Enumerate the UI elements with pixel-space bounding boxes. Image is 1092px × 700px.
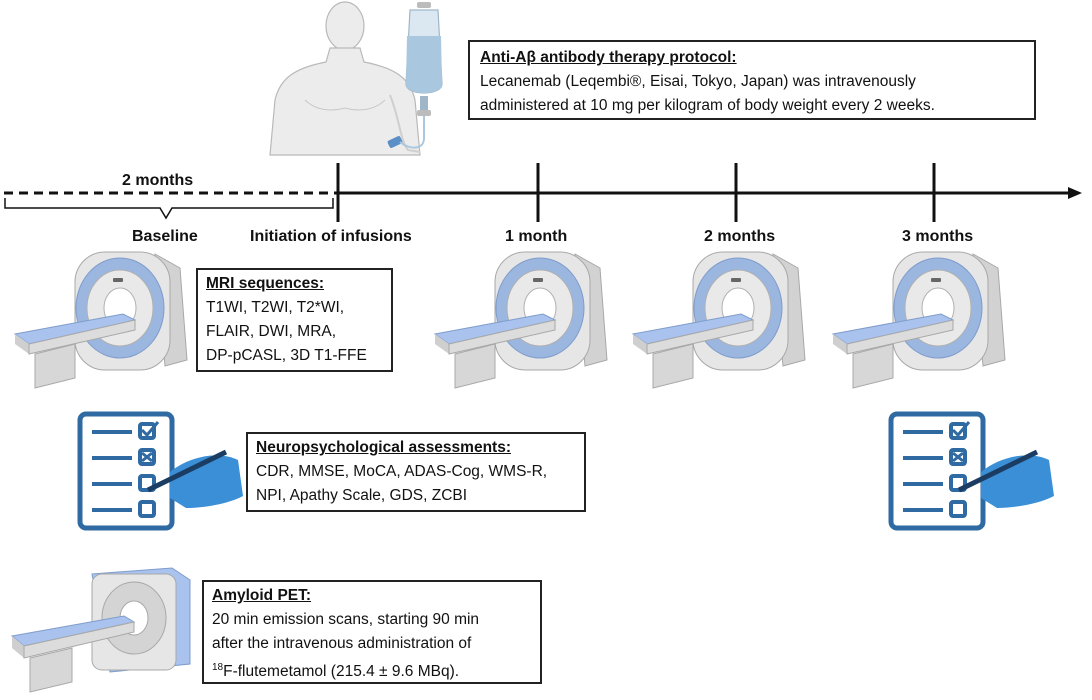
therapy-heading: Anti-Aβ antibody therapy protocol: (480, 49, 737, 66)
month-3-label: 3 months (902, 228, 974, 245)
therapy-line-1: Lecanemab (Leqembi®, Eisai, Tokyo, Japan… (480, 73, 916, 90)
pet-line-1: 20 min emission scans, starting 90 min (212, 611, 480, 628)
therapy-line-2: administered at 10 mg per kilogram of bo… (480, 97, 935, 114)
pet-line-3-text: F-flutemetamol (215.4 ± 9.6 MBq). (223, 663, 460, 681)
mri-scanner-icon-3-months (831, 251, 1006, 389)
neuropsych-assessments-box: Neuropsychological assessments: CDR, MMS… (246, 432, 586, 512)
iv-bag-icon (405, 2, 443, 116)
pet-scanner-icon (10, 567, 191, 693)
patient-infusion-illustration (269, 1, 443, 156)
baseline-label: Baseline (132, 228, 198, 245)
mri-scanner-icon-2-months (631, 251, 806, 389)
clipboard-checklist-icon-baseline (77, 411, 243, 531)
month-1-label: 1 month (505, 228, 568, 245)
mri-scanner-icon-1-month (433, 251, 608, 389)
neuro-heading: Neuropsychological assessments: (256, 439, 511, 456)
timeline-arrowhead (1068, 187, 1082, 199)
month-2-label: 2 months (704, 228, 776, 245)
mri-scanner-icon-baseline (13, 251, 188, 389)
neuro-line-2: NPI, Apathy Scale, GDS, ZCBI (256, 487, 468, 504)
iv-line (399, 116, 425, 149)
clipboard-checklist-icon-3-months (888, 411, 1054, 531)
mri-line-3: DP-pCASL, 3D T1-FFE (206, 347, 367, 364)
patient-torso (269, 47, 421, 156)
timeline (4, 163, 1082, 222)
mri-line-1: T1WI, T2WI, T2*WI, (206, 299, 345, 316)
pet-heading: Amyloid PET: (212, 587, 312, 604)
patient-arm (389, 94, 421, 153)
neuro-line-1: CDR, MMSE, MoCA, ADAS-Cog, WMS-R, (256, 463, 548, 480)
amyloid-pet-box: Amyloid PET: 20 min emission scans, star… (202, 580, 542, 684)
initiation-label: Initiation of infusions (250, 228, 412, 245)
catheter (387, 136, 403, 148)
pet-line-2: after the intravenous administration of (212, 635, 472, 652)
mri-line-2: FLAIR, DWI, MRA, (206, 323, 337, 340)
baseline-span-label: 2 months (122, 172, 194, 189)
pet-line-3: 18F-flutemetamol (215.4 ± 9.6 MBq). (212, 656, 532, 684)
therapy-protocol-box: Anti-Aβ antibody therapy protocol: Lecan… (468, 40, 1036, 120)
pet-isotope-mass: 18 (212, 662, 224, 673)
mri-heading: MRI sequences: (206, 275, 325, 292)
mri-sequences-box: MRI sequences: T1WI, T2WI, T2*WI, FLAIR,… (196, 268, 393, 372)
baseline-brace (4, 198, 334, 220)
